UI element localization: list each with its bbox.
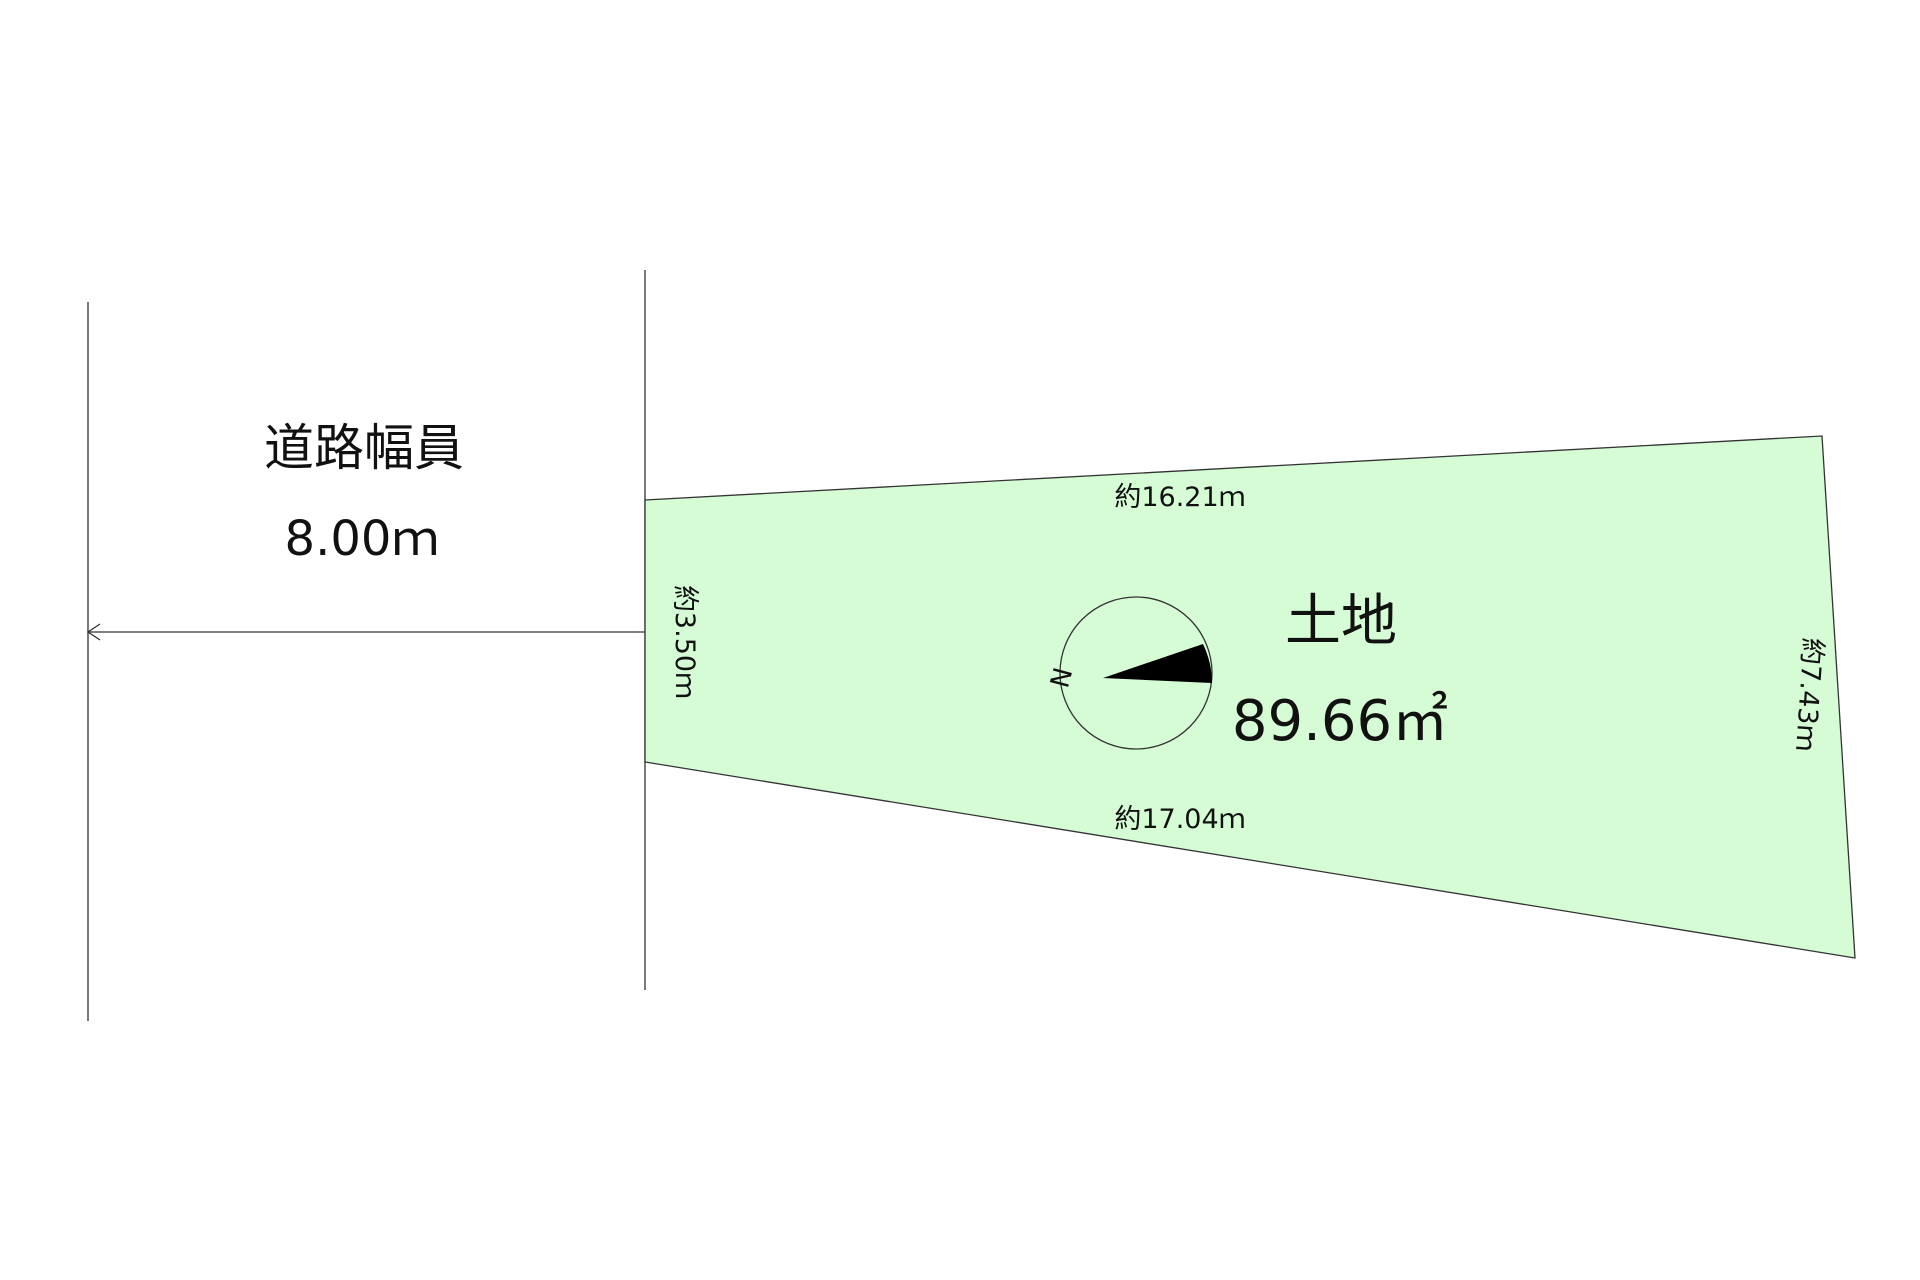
lot-title: 土地 xyxy=(1285,589,1397,654)
arrowhead-icon xyxy=(86,623,101,641)
lot-edge-top: 約16.21ｍ xyxy=(1114,482,1245,513)
lot-edge-left: 約3.50ｍ xyxy=(669,585,700,699)
road-width-dimension xyxy=(86,623,645,641)
road-width-value: 8.00ｍ xyxy=(285,511,440,567)
compass-circle xyxy=(1059,596,1213,750)
road-title: 道路幅員 xyxy=(264,419,464,477)
compass-needle xyxy=(1103,644,1212,683)
lot-edge-bottom: 約17.04ｍ xyxy=(1114,804,1245,835)
lot-polygon xyxy=(644,435,1856,959)
lot-area: 89.66㎡ xyxy=(1232,689,1448,754)
